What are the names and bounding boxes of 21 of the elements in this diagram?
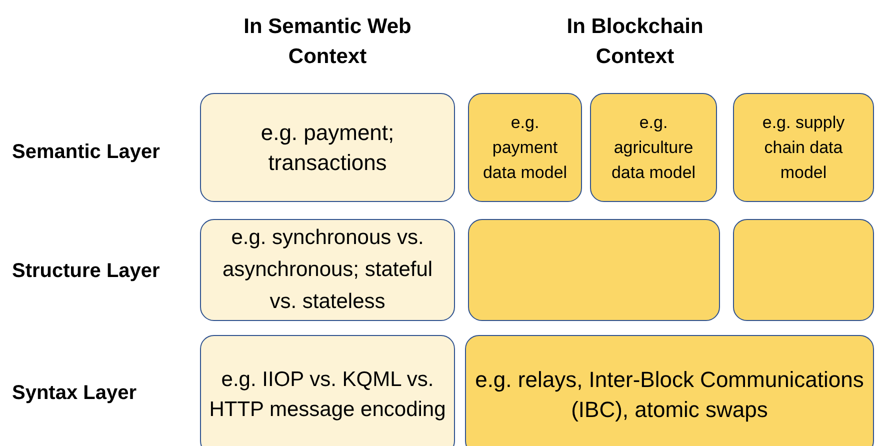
layer-box [733,93,874,202]
layer-box [465,335,874,446]
layer-box [200,335,455,446]
box-text: e.g. supply chain data model [761,112,846,184]
row-label: Syntax Layer [12,381,138,406]
box-text: e.g. payment; transactions [260,118,396,176]
layer-box [200,219,455,321]
box-text: e.g. payment data model [482,112,568,184]
column-header: In Blockchain Context [566,14,704,70]
box-text: e.g. IIOP vs. KQML vs. HTTP message encoding [209,367,446,423]
row-label: Semantic Layer [12,140,161,165]
layer-box [200,93,455,202]
layer-box [468,219,720,321]
box-text: e.g. relays, Inter-Block Communications (IBC), atomic swaps [474,366,865,424]
layer-box [590,93,717,202]
layer-box [468,93,582,202]
layer-box [733,219,874,321]
column-header: In Semantic Web Context [242,14,412,70]
box-text: e.g. agriculture data model [610,112,697,184]
box-text: e.g. synchronous vs. asynchronous; stateful vs. stateless [221,225,434,315]
row-label: Structure Layer [12,259,161,284]
